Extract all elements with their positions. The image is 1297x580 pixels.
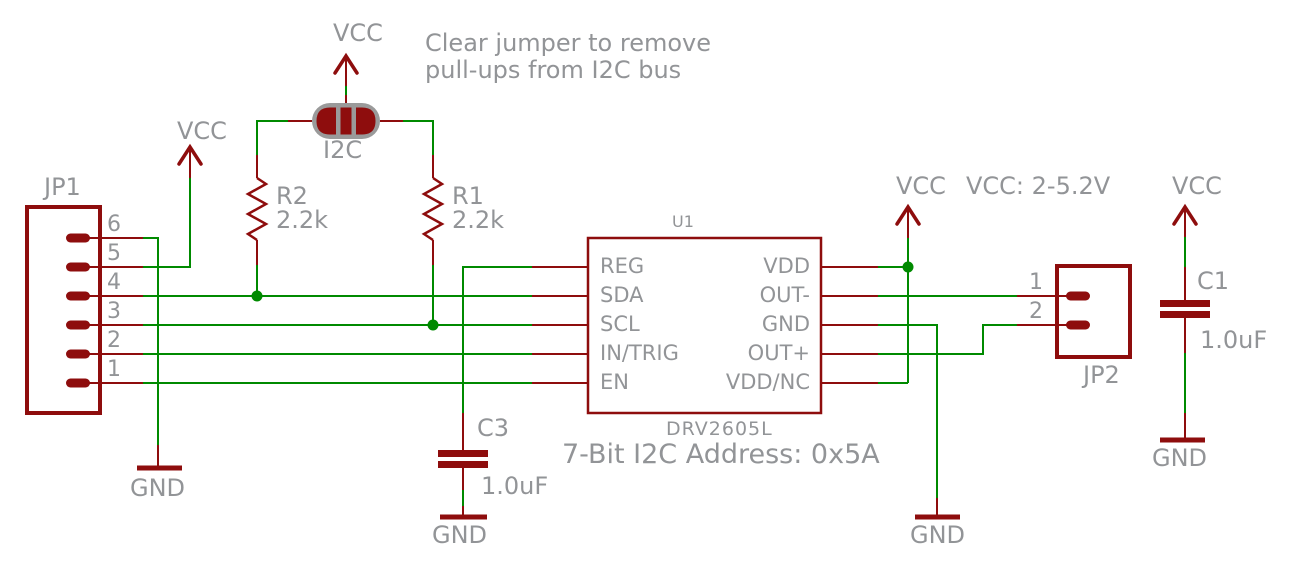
jp1-pin-number-2: 2: [107, 328, 121, 353]
jp1-pin-number-3: 3: [107, 299, 121, 324]
gnd-label-c3: GND: [432, 521, 488, 549]
r1-resistor: [421, 155, 445, 265]
vcc-arrow-jumper: [333, 52, 359, 86]
vcc-label-c1: VCC: [1172, 172, 1222, 200]
jp1-pin-number-4: 4: [107, 270, 121, 295]
r2-resistor: [245, 155, 269, 265]
u1-pin-label-gnd: GND: [761, 312, 810, 336]
u1-refdes: U1: [672, 212, 694, 231]
jp1-pin-number-1: 1: [107, 357, 121, 382]
vcc-label-jp1: VCC: [177, 117, 227, 145]
u1-pin-label-intrig: IN/TRIG: [600, 341, 679, 365]
annotation-line1: Clear jumper to remove: [425, 29, 712, 57]
c3-refdes: C3: [477, 414, 510, 442]
u1-pin-label-outplus: OUT+: [747, 341, 810, 365]
u1-pin-label-outminus: OUT-: [759, 283, 810, 307]
r1-value: 2.2k: [452, 206, 505, 234]
jp1-connector: [25, 205, 143, 415]
c3-value: 1.0uF: [481, 472, 549, 500]
vcc-range-label: VCC: 2-5.2V: [966, 172, 1111, 200]
u1-part-number: DRV2605L: [666, 418, 773, 440]
vcc-arrow-u1: [895, 203, 921, 238]
c1-capacitor: [1160, 267, 1210, 440]
jp2-connector: [1017, 264, 1132, 359]
annotation-line2: pull-ups from I2C bus: [425, 55, 682, 84]
u1-pin-label-reg: REG: [600, 254, 645, 278]
jp1-refdes: JP1: [44, 173, 81, 201]
u1-pin-label-en: EN: [600, 370, 629, 394]
junction-dots: [251, 261, 914, 331]
jp2-pin-number-2: 2: [1029, 299, 1043, 324]
r2-refdes: R2: [276, 182, 308, 210]
r2-value: 2.2k: [276, 206, 329, 234]
c1-refdes: C1: [1197, 267, 1230, 295]
gnd-symbol-u1: [915, 498, 960, 520]
u1-i2c-address-note: 7-Bit I2C Address: 0x5A: [562, 439, 880, 470]
vcc-arrow-jp1: [177, 143, 203, 178]
u1-pin-label-sda: SDA: [600, 283, 644, 307]
gnd-label-u1: GND: [910, 521, 966, 549]
jp1-pin-number-6: 6: [107, 212, 121, 237]
vcc-label-jumper: VCC: [333, 19, 383, 47]
jp1-pin-number-5: 5: [107, 241, 121, 266]
vcc-label-u1: VCC: [896, 172, 946, 200]
i2c-solder-jumper: [288, 95, 403, 139]
jp2-pin-number-1: 1: [1029, 270, 1043, 295]
gnd-label-jp1: GND: [130, 474, 186, 502]
gnd-label-c1: GND: [1152, 444, 1208, 472]
u1-pin-label-vddnc: VDD/NC: [725, 370, 810, 394]
jp2-refdes: JP2: [1083, 361, 1120, 389]
gnd-symbol-jp1: [137, 445, 182, 471]
u1-pin-label-vdd: VDD: [763, 254, 810, 278]
c1-value: 1.0uF: [1200, 326, 1268, 354]
vcc-arrow-c1: [1172, 203, 1198, 237]
r1-refdes: R1: [452, 182, 484, 210]
i2c-jumper-refdes: I2C: [323, 136, 363, 164]
u1-ic-symbol: [532, 236, 878, 415]
u1-pin-label-scl: SCL: [600, 312, 640, 336]
